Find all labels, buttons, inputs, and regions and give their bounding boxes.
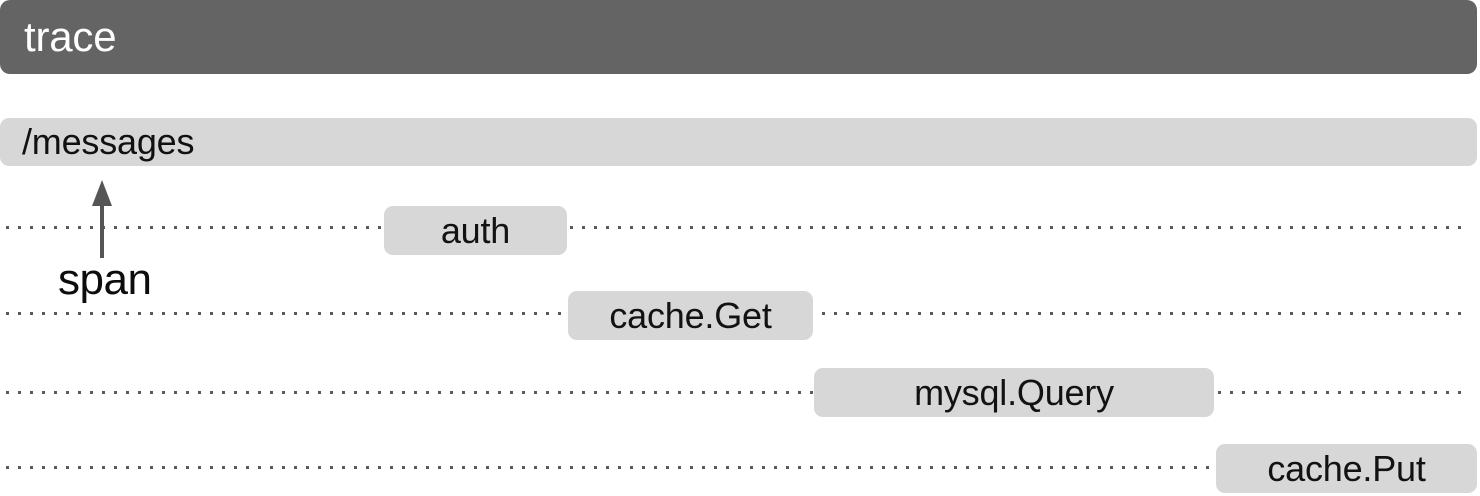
guide-line-row-3 [6, 391, 1470, 394]
span-bar-auth[interactable]: auth [384, 206, 567, 255]
guide-line-row-4 [6, 466, 1470, 469]
guide-line-row-1 [6, 226, 1470, 229]
span-annotation-label: span [58, 255, 152, 304]
trace-bar[interactable]: trace [0, 0, 1477, 74]
trace-bar-label: trace [24, 13, 117, 60]
span-bar-mysql-query[interactable]: mysql.Query [814, 368, 1214, 417]
span-bar-auth-label: auth [440, 209, 511, 251]
span-bar-messages-label: /messages [22, 121, 195, 162]
span-bar-cache-put-label: cache.Put [1267, 447, 1426, 489]
span-bar-cache-get-label: cache.Get [609, 294, 772, 336]
span-bar-cache-put[interactable]: cache.Put [1216, 444, 1477, 493]
span-bar-cache-get[interactable]: cache.Get [568, 291, 813, 340]
span-bar-messages[interactable]: /messages [0, 118, 1477, 166]
span-bar-mysql-query-label: mysql.Query [914, 371, 1114, 413]
